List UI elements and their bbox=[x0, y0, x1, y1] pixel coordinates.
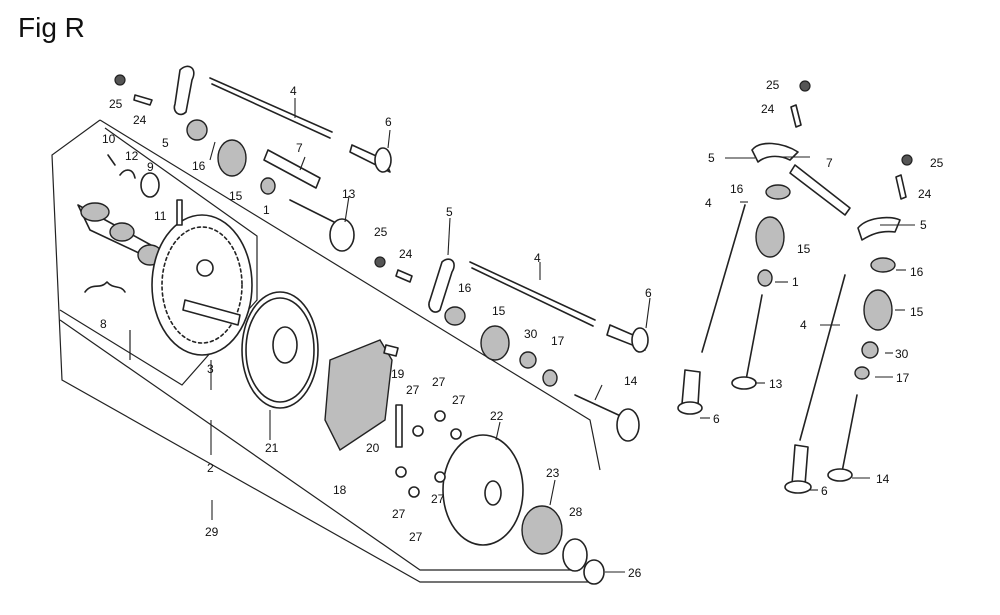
callout-5: 5 bbox=[920, 218, 927, 232]
callout-13: 13 bbox=[342, 187, 356, 201]
rocker-and-pushrod-group bbox=[114, 65, 649, 442]
callout-27: 27 bbox=[432, 375, 446, 389]
callout-10: 10 bbox=[102, 132, 116, 146]
callout-4: 4 bbox=[705, 196, 712, 210]
callout-30: 30 bbox=[524, 327, 538, 341]
callout-27: 27 bbox=[431, 492, 445, 506]
callout-7: 7 bbox=[826, 156, 833, 170]
callout-24: 24 bbox=[133, 113, 147, 127]
callout-25: 25 bbox=[766, 78, 780, 92]
callout-19: 19 bbox=[391, 367, 405, 381]
callout-16: 16 bbox=[730, 182, 744, 196]
callout-30: 30 bbox=[895, 347, 909, 361]
callout-6: 6 bbox=[385, 115, 392, 129]
callout-14: 14 bbox=[624, 374, 638, 388]
callout-24: 24 bbox=[918, 187, 932, 201]
callout-7: 7 bbox=[296, 141, 303, 155]
callout-25: 25 bbox=[109, 97, 123, 111]
callout-5: 5 bbox=[708, 151, 715, 165]
callout-4: 4 bbox=[534, 251, 541, 265]
callout-20: 20 bbox=[366, 441, 380, 455]
callout-27: 27 bbox=[409, 530, 423, 544]
callout-13: 13 bbox=[769, 377, 783, 391]
callout-5: 5 bbox=[162, 136, 169, 150]
callout-21: 21 bbox=[265, 441, 279, 455]
callout-2: 2 bbox=[207, 461, 214, 475]
callout-24: 24 bbox=[761, 102, 775, 116]
callout-6: 6 bbox=[821, 484, 828, 498]
callout-5: 5 bbox=[446, 205, 453, 219]
callout-12: 12 bbox=[125, 149, 139, 163]
callout-4: 4 bbox=[800, 318, 807, 332]
callout-6: 6 bbox=[713, 412, 720, 426]
camshaft-assembly bbox=[77, 154, 253, 356]
assembly-frame bbox=[51, 119, 601, 583]
callout-8: 8 bbox=[100, 317, 107, 331]
callout-17: 17 bbox=[896, 371, 910, 385]
callout-15: 15 bbox=[229, 189, 243, 203]
callout-16: 16 bbox=[192, 159, 206, 173]
callout-25: 25 bbox=[930, 156, 944, 170]
callout-18: 18 bbox=[333, 483, 347, 497]
callout-22: 22 bbox=[490, 409, 504, 423]
callout-15: 15 bbox=[910, 305, 924, 319]
callout-23: 23 bbox=[546, 466, 560, 480]
cam-plate-group bbox=[241, 291, 605, 585]
right-valve-group bbox=[677, 80, 913, 494]
callout-6: 6 bbox=[645, 286, 652, 300]
callout-29: 29 bbox=[205, 525, 219, 539]
callout-17: 17 bbox=[551, 334, 565, 348]
callout-11: 11 bbox=[154, 209, 167, 223]
figure-title: Fig R bbox=[18, 12, 85, 43]
callout-4: 4 bbox=[290, 84, 297, 98]
callout-26: 26 bbox=[628, 566, 642, 580]
callout-27: 27 bbox=[452, 393, 466, 407]
leader-lines bbox=[209, 98, 915, 573]
callout-16: 16 bbox=[910, 265, 924, 279]
callout-27: 27 bbox=[392, 507, 406, 521]
callout-15: 15 bbox=[797, 242, 811, 256]
callout-28: 28 bbox=[569, 505, 583, 519]
callout-24: 24 bbox=[399, 247, 413, 261]
callout-1: 1 bbox=[792, 275, 799, 289]
callout-16: 16 bbox=[458, 281, 472, 295]
callout-14: 14 bbox=[876, 472, 890, 486]
callout-labels: 25 24 5 4 6 7 16 15 1 13 10 12 9 11 8 3 … bbox=[100, 78, 944, 580]
callout-27: 27 bbox=[406, 383, 420, 397]
callout-1: 1 bbox=[263, 203, 270, 217]
callout-25: 25 bbox=[374, 225, 388, 239]
callout-15: 15 bbox=[492, 304, 506, 318]
callout-9: 9 bbox=[147, 160, 154, 174]
callout-3: 3 bbox=[207, 362, 214, 376]
